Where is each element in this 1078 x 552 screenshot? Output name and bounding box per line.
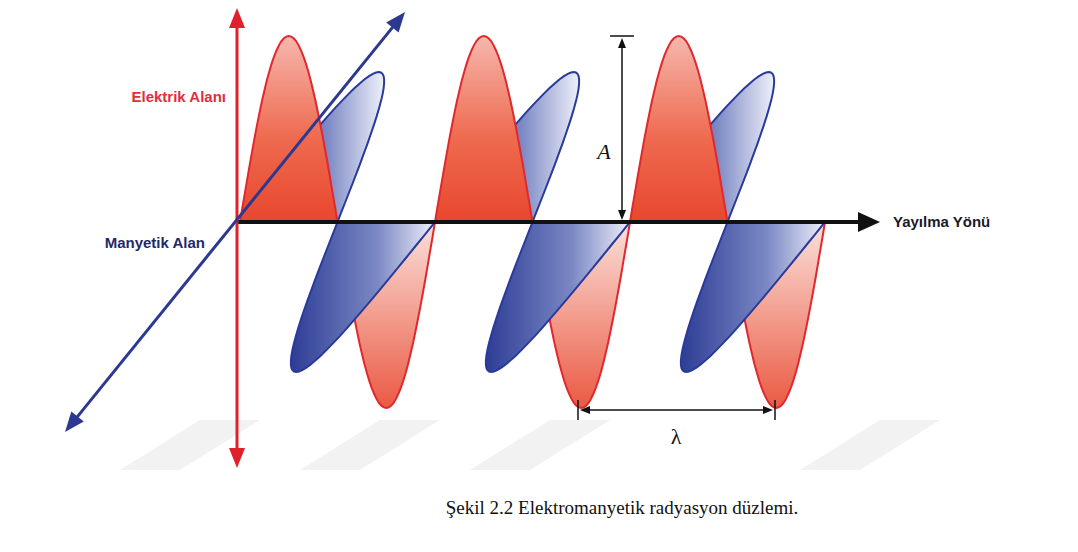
label-holder: Manyetik Alan [105, 234, 205, 252]
axis-label: Yayılma Yönü [893, 213, 990, 230]
arrow-head [229, 448, 245, 468]
magnetic-lobe [291, 222, 435, 372]
magnetic-axis [74, 24, 395, 421]
wavelength-tick [774, 400, 776, 420]
watermark-stripes [120, 420, 940, 470]
figure-caption: Şekil 2.2 Elektromanyetik radyasyon düzl… [446, 497, 798, 519]
propagation-axis [237, 220, 862, 224]
axis-label: Manyetik Alan [105, 234, 205, 251]
label-holder: Elektrik Alanı [132, 88, 226, 106]
electric-axis [236, 28, 239, 448]
watermark-stripe [300, 420, 440, 470]
watermark-stripe [800, 420, 940, 470]
axis-group [65, 8, 880, 468]
arrow-head [763, 406, 773, 414]
watermark-stripe [470, 420, 610, 470]
magnetic-lobe [681, 222, 825, 372]
arrow-head [386, 12, 405, 33]
arrow-head [858, 212, 880, 232]
amplitude-tick [610, 35, 634, 37]
wavelength-label: λ [671, 424, 682, 450]
magnetic-lobe [486, 222, 630, 372]
electric-lobe [435, 36, 533, 222]
label-holder: A [597, 139, 610, 165]
wavelength-tick [577, 400, 579, 420]
amplitude-label: A [597, 139, 610, 165]
axis-label: Elektrik Alanı [132, 88, 226, 105]
arrow-head [618, 210, 626, 220]
label-holder: λ [671, 424, 682, 450]
arrow-head [580, 406, 590, 414]
arrow-head [618, 38, 626, 48]
arrow-head [229, 8, 245, 28]
label-holder: Şekil 2.2 Elektromanyetik radyasyon düzl… [446, 497, 798, 519]
watermark-stripe [120, 420, 260, 470]
electric-lobe [240, 36, 338, 222]
electric-lobe [630, 36, 728, 222]
label-holder: Yayılma Yönü [893, 213, 990, 231]
amplitude-arrow [621, 46, 623, 212]
wavelength-arrow [588, 409, 765, 411]
arrow-head [65, 411, 84, 432]
